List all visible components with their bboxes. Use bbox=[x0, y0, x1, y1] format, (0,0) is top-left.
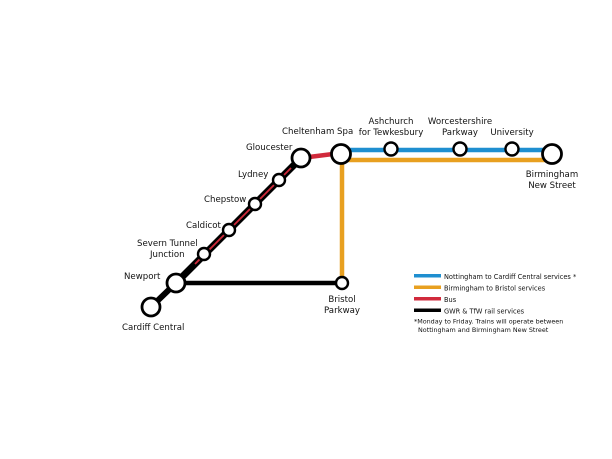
legend-label-gwr-tfw: GWR & TfW rail services bbox=[444, 308, 525, 316]
legend-note-line-2: Nottingham and Birmingham New Street bbox=[418, 326, 549, 334]
label-ashchurch-1: Ashchurch bbox=[369, 117, 414, 127]
station-marker-bristol-parkway[interactable] bbox=[334, 275, 350, 291]
label-worcestershire-1: Worcestershire bbox=[428, 117, 492, 127]
station-marker-chepstow[interactable] bbox=[247, 196, 263, 212]
legend-label-bus: Bus bbox=[444, 296, 457, 304]
label-severn-tunnel-1: Severn Tunnel bbox=[137, 239, 198, 249]
station-marker-cardiff-central[interactable] bbox=[140, 296, 162, 318]
label-lydney: Lydney bbox=[238, 170, 268, 180]
label-cheltenham-spa: Cheltenham Spa bbox=[282, 127, 353, 137]
label-severn-tunnel-2: Junction bbox=[149, 250, 185, 260]
station-marker-gloucester[interactable] bbox=[290, 147, 312, 169]
station-marker-severn-tunnel[interactable] bbox=[196, 246, 212, 262]
station-marker-university[interactable] bbox=[504, 141, 520, 157]
legend-swatch-gwr-tfw bbox=[414, 308, 441, 312]
label-ashchurch-2: for Tewkesbury bbox=[359, 128, 424, 138]
label-gloucester: Gloucester bbox=[246, 143, 293, 153]
station-marker-birmingham-new-street[interactable] bbox=[541, 143, 563, 165]
label-university: University bbox=[490, 128, 533, 138]
legend-label-birmingham-bristol: Birmingham to Bristol services bbox=[444, 285, 546, 293]
station-marker-caldicot[interactable] bbox=[221, 222, 237, 238]
legend-swatch-bus bbox=[414, 297, 441, 301]
station-marker-worcestershire-parkway[interactable] bbox=[452, 141, 468, 157]
legend-swatch-nottingham-cardiff bbox=[414, 274, 441, 278]
station-marker-newport[interactable] bbox=[165, 272, 187, 294]
label-bristol-1: Bristol bbox=[328, 295, 355, 305]
label-worcestershire-2: Parkway bbox=[442, 128, 478, 138]
label-caldicot: Caldicot bbox=[186, 221, 221, 231]
label-cardiff-central: Cardiff Central bbox=[122, 323, 184, 333]
label-birmingham-2: New Street bbox=[528, 181, 576, 191]
legend-label-nottingham-cardiff: Nottingham to Cardiff Central services * bbox=[444, 273, 577, 281]
legend: Nottingham to Cardiff Central services *… bbox=[414, 273, 577, 334]
station-marker-cheltenham-spa[interactable] bbox=[330, 143, 352, 165]
label-birmingham-1: Birmingham bbox=[526, 170, 578, 180]
station-marker-lydney[interactable] bbox=[271, 172, 287, 188]
station-marker-ashchurch[interactable] bbox=[383, 141, 399, 157]
label-chepstow: Chepstow bbox=[204, 195, 246, 205]
legend-note-line-1: *Monday to Friday. Trains will operate b… bbox=[414, 318, 563, 326]
label-newport: Newport bbox=[124, 272, 161, 282]
label-bristol-2: Parkway bbox=[324, 306, 360, 316]
legend-swatch-birmingham-bristol bbox=[414, 285, 441, 289]
